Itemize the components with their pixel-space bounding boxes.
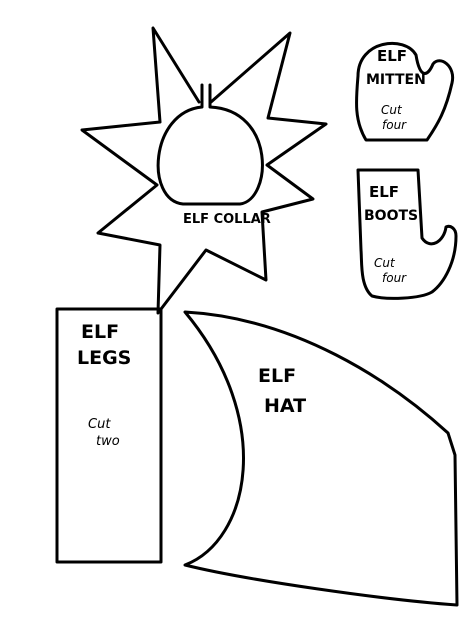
hat-label-line1: ELF [258,365,296,387]
elf-hat-piece: ELF HAT [183,310,459,607]
mitten-label-line2: MITTEN [366,72,426,88]
hat-label-line2: HAT [264,395,306,417]
boots-cut-line2: four [382,271,407,285]
elf-boots-piece: ELF BOOTS Cut four [356,168,458,300]
elf-mitten-piece: ELF MITTEN Cut four [355,41,455,142]
legs-cut-line1: Cut [88,417,111,432]
boots-outline [356,168,458,300]
elf-collar-piece: ELF COLLAR [80,26,328,315]
collar-neck-hole [156,83,264,206]
hat-outline [183,310,459,607]
collar-label: ELF COLLAR [183,212,271,227]
legs-cut-line2: two [96,434,120,449]
mitten-label-line1: ELF [377,47,407,65]
mitten-outline [355,41,455,142]
legs-label-line2: LEGS [77,347,131,369]
collar-star-outline [80,26,328,315]
mitten-cut-line2: four [382,118,407,132]
legs-label-line1: ELF [81,321,119,343]
mitten-cut-line1: Cut [381,103,403,117]
legs-outline [55,307,163,564]
boots-cut-line1: Cut [374,256,396,270]
boots-label-line1: ELF [369,183,399,201]
elf-legs-piece: ELF LEGS Cut two [55,307,163,564]
boots-label-line2: BOOTS [364,208,418,224]
